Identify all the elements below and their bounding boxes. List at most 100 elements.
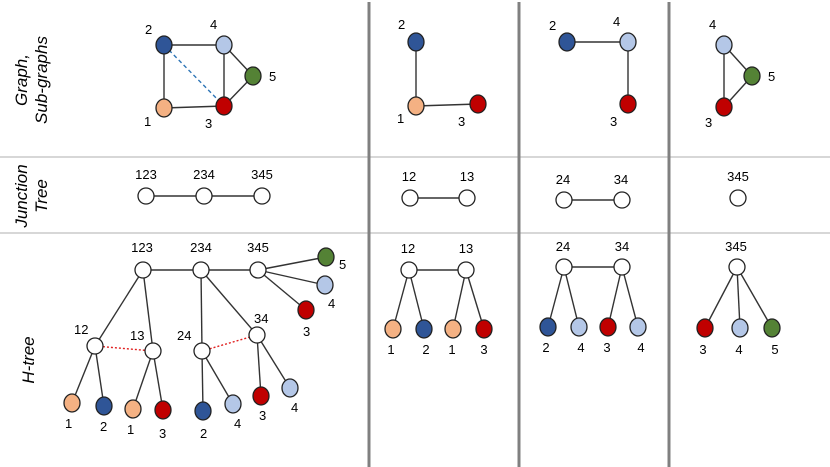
ht-leaf-3 [696,318,714,338]
ht-edge [94,345,105,407]
jt-label: 234 [193,167,215,182]
ht-label: 4 [328,296,335,311]
ht-edge [257,269,326,286]
jt-node-123 [137,187,155,205]
ht-leaf-1 [124,399,142,419]
ht-edge [94,269,144,347]
jt-node-234 [195,187,213,205]
ht-edge [152,350,164,411]
ht-label: 1 [65,416,72,431]
ht-label: 5 [771,342,778,357]
jt-node-345 [729,189,747,207]
ht-label: 345 [247,240,269,255]
ht-label: 12 [401,241,415,256]
junction-tree-2: 24 34 [555,172,631,209]
ht-label: 2 [200,426,207,441]
ht-label: 4 [291,400,298,415]
node-label: 2 [145,22,152,37]
ht-label: 345 [725,239,747,254]
ht-edge [256,334,262,397]
jt-node-24 [555,191,573,209]
row-label-graph: Graph, Sub-graphs [12,36,51,124]
ht-node-345 [728,258,746,276]
ht-leaf-3 [599,317,617,337]
ht-label: 12 [74,322,88,337]
node-3 [469,94,487,114]
ht-leaf-3 [475,319,493,339]
node-label: 3 [705,115,712,130]
ht-label: 4 [637,340,644,355]
ht-leaf-4 [570,317,588,337]
htree-1: 12 13 1 2 1 3 [384,241,493,357]
ht-label: 1 [387,342,394,357]
ht-label: 4 [234,416,241,431]
ht-edge [408,269,425,330]
row-label-htree-text: H-tree [19,336,38,383]
node-label: 3 [205,116,212,131]
ht-leaf-4 [731,318,749,338]
ht-node-123 [134,261,152,279]
ht-label: 1 [127,422,134,437]
ht-edge [201,350,234,405]
ht-leaf-2 [539,317,557,337]
ht-label: 2 [422,342,429,357]
node-label: 5 [768,69,775,84]
ht-node-24 [555,258,573,276]
node-1 [155,98,173,118]
ht-label: 13 [459,241,473,256]
ht-leaf-5 [763,318,781,338]
ht-edge [452,269,467,330]
ht-leaf-1 [63,393,81,413]
node-label: 2 [398,17,405,32]
ht-edge [257,269,307,311]
ht-edge [736,266,773,329]
jt-label: 123 [135,167,157,182]
ht-leaf-2 [194,401,212,421]
ht-leaf-2 [415,319,433,339]
ht-node-345 [249,261,267,279]
jt-node-13 [458,189,476,207]
node-3 [215,96,233,116]
ht-leaf-1 [444,319,462,339]
jt-label: 345 [727,169,749,184]
jt-label: 13 [460,169,474,184]
ht-node-234 [192,261,210,279]
jt-node-345 [253,187,271,205]
junction-tree-1: 12 13 [401,169,476,207]
ht-label: 34 [615,239,629,254]
ht-edge [607,266,623,328]
node-label: 4 [210,17,217,32]
ht-edge [71,345,96,404]
ht-node-12 [86,337,104,355]
ht-leaf-2 [95,396,113,416]
row-label-graph-line2: Sub-graphs [32,36,51,124]
ht-node-13 [457,261,475,279]
node-5 [743,66,761,86]
node-4 [619,32,637,52]
ht-label: 3 [159,426,166,441]
ht-edge [392,269,410,330]
subgraph-2: 2 4 3 [549,14,637,129]
ht-label: 34 [254,311,268,326]
ht-leaf-4 [316,275,334,295]
row-label-graph-line1: Graph, [12,54,31,106]
ht-edge [704,266,738,329]
edge-1-3 [415,103,479,107]
ht-node-12 [400,261,418,279]
node-2 [155,35,173,55]
ht-link-dotted [94,345,154,352]
node-label: 1 [397,111,404,126]
junction-tree-main: 123 234 345 [135,167,273,205]
ht-edge [621,266,639,328]
ht-edge [132,350,154,410]
ht-label: 123 [131,240,153,255]
ht-leaf-1 [384,319,402,339]
row-label-junction: Junction Tree [12,164,51,228]
node-2 [407,32,425,52]
ht-label: 24 [177,328,191,343]
node-2 [558,32,576,52]
junction-tree-3: 345 [727,169,749,207]
jt-node-12 [401,189,419,207]
node-label: 4 [613,14,620,29]
node-5 [244,66,262,86]
